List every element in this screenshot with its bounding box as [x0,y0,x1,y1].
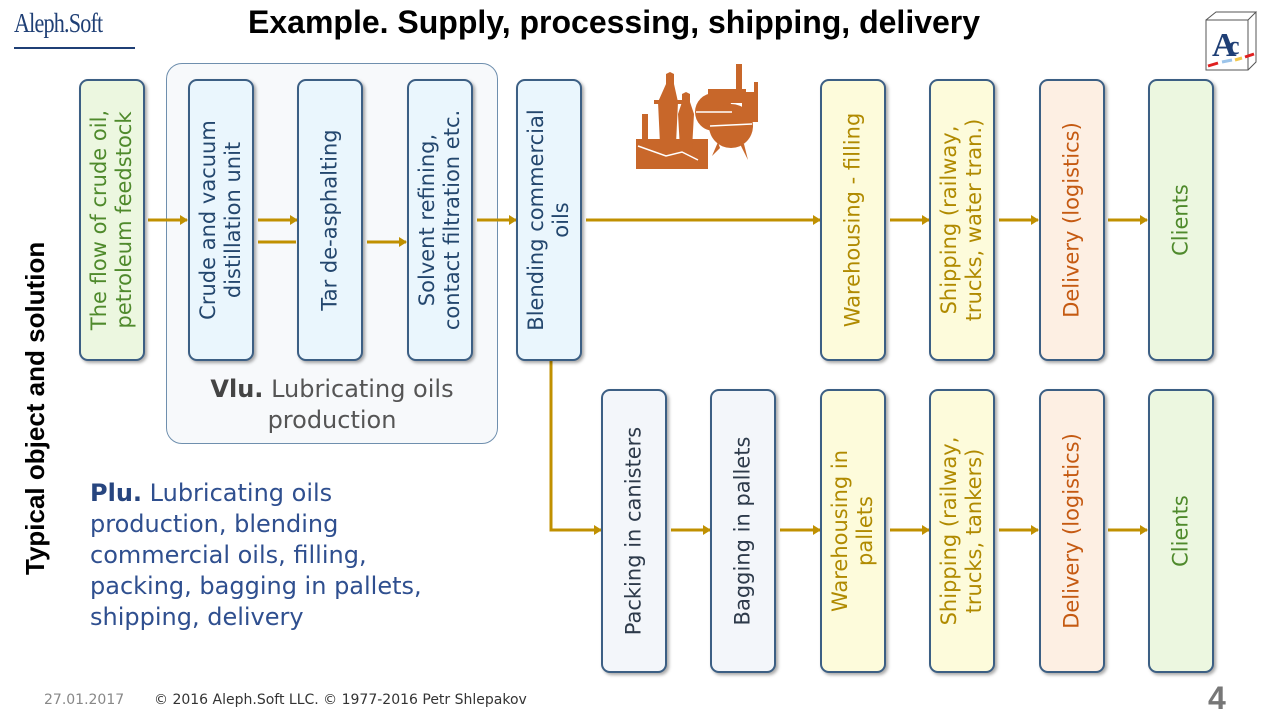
plu-line: shipping, delivery [90,603,304,631]
box-label: Shipping (railway,trucks, tankers) [937,437,987,626]
footer-date: 27.01.2017 [44,692,125,708]
box-clients-2: Clients [1148,389,1214,673]
box-label-line: trucks, water tran.) [962,118,986,322]
box-label: Clients [1169,184,1194,256]
box-label-line: Shipping (railway, [937,436,961,626]
vlu-caption-text: Lubricating oils production [263,375,454,434]
plu-description: Plu. Lubricating oils production, blendi… [90,478,422,633]
box-label-line: distillation unit [221,141,245,299]
alephsoft-logo: Aleph.Soft [14,8,103,38]
box-label-line: petroleum feedstock [112,111,136,329]
box-label: The flow of crude oil,petroleum feedstoc… [87,110,137,330]
box-label-line: Clients [1168,184,1193,256]
box-solvent-refining: Solvent refining,contact filtration etc. [407,79,473,361]
box-clients-1: Clients [1148,79,1214,361]
ac-cube-logo-icon: A c [1205,11,1258,71]
box-delivery-2: Delivery (logistics) [1039,389,1105,673]
box-label: Bagging in pallets [731,437,756,626]
box-label-line: Shipping (railway, [937,125,961,315]
box-delivery-1: Delivery (logistics) [1039,79,1105,361]
box-label-line: Clients [1168,495,1193,567]
vlu-caption-bold: Vlu. [210,375,264,403]
box-label-line: Warehousing - filling [840,112,865,328]
box-label: Delivery (logistics) [1060,122,1085,318]
box-label-line: pallets [853,496,877,566]
plu-line: packing, bagging in pallets, [90,572,422,600]
box-label-line: Blending commercial [524,109,548,331]
svg-text:c: c [1228,31,1240,60]
plu-bold: Plu. [90,479,143,507]
plu-line: commercial oils, filling, [90,541,367,569]
box-label: Packing in canisters [622,427,647,636]
box-shipping-2: Shipping (railway,trucks, tankers) [929,389,995,673]
box-tar-deasphalting: Tar de-asphalting [297,79,363,361]
plu-line: production, blending [90,510,339,538]
slide-title: Example. Supply, processing, shipping, d… [248,4,981,40]
box-label-line: Bagging in pallets [730,436,755,626]
box-shipping-1: Shipping (railway,trucks, water tran.) [929,79,995,361]
box-label: Warehousing - filling [841,113,866,328]
logo-underline [14,47,135,49]
box-label: Delivery (logistics) [1060,433,1085,629]
box-label-line: Solvent refining, [415,133,439,307]
box-label: Clients [1169,495,1194,567]
box-label: Shipping (railway,trucks, water tran.) [937,119,987,322]
box-label-line: Crude and vacuum [196,120,220,320]
svg-text:A: A [1212,27,1237,64]
box-packing-canisters: Packing in canisters [601,389,667,673]
box-label-line: The flow of crude oil, [87,109,111,331]
box-label: Tar de-asphalting [318,129,343,310]
arrow [549,361,602,535]
page-number: 4 [1208,680,1226,716]
plu-line: Lubricating oils [142,479,333,507]
box-crude-oil-flow: The flow of crude oil,petroleum feedstoc… [79,79,145,361]
box-bagging-pallets: Bagging in pallets [710,389,776,673]
box-label-line: Packing in canisters [621,426,646,636]
box-label-line: Tar de-asphalting [317,129,342,311]
box-label-line: Delivery (logistics) [1059,122,1084,318]
refinery-factory-icon [636,64,758,169]
box-label-line: Warehousing in [828,449,852,613]
vlu-caption: Vlu. Lubricating oils production [167,374,497,436]
box-label-line: trucks, tankers) [962,448,986,614]
box-label-line: contact filtration etc. [440,109,464,331]
box-label-line: oils [549,202,573,238]
box-label-line: Delivery (logistics) [1059,433,1084,629]
box-warehousing-filling: Warehousing - filling [820,79,886,361]
footer-copyright: © 2016 Aleph.Soft LLC. © 1977-2016 Petr … [154,692,527,708]
box-label: Solvent refining,contact filtration etc. [415,110,465,330]
